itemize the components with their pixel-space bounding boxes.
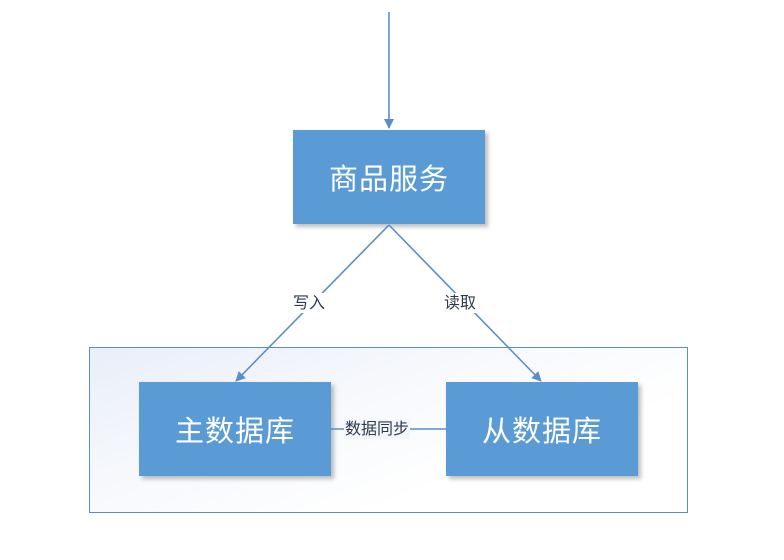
master-database-label: 主数据库 (174, 414, 295, 448)
slave-database-node[interactable]: 从数据库 (446, 382, 638, 476)
read-edge-label: 读取 (443, 293, 478, 313)
sync-edge-label: 数据同步 (344, 419, 411, 439)
write-edge-label: 写入 (292, 293, 327, 313)
slave-database-label: 从数据库 (481, 414, 602, 448)
master-database-node[interactable]: 主数据库 (139, 382, 331, 476)
product-service-node[interactable]: 商品服务 (293, 130, 485, 224)
product-service-label: 商品服务 (328, 162, 449, 196)
